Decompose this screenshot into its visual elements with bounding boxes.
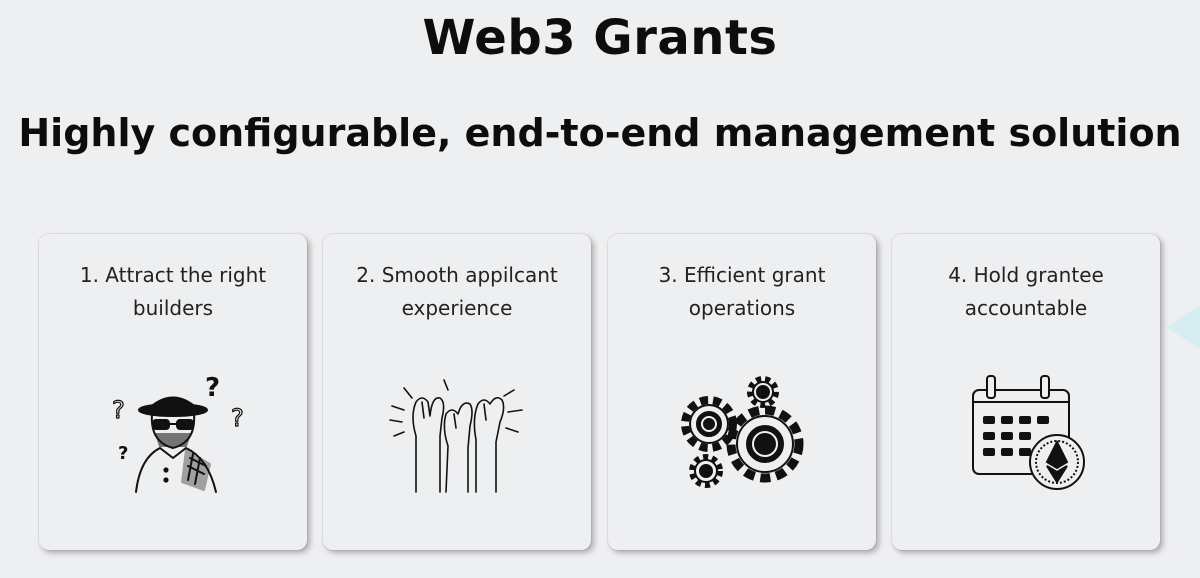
calendar-ethereum-icon [972, 375, 1085, 490]
page-subtitle: Highly configurable, end-to-end manageme… [18, 111, 1182, 155]
decorative-shape-icon [1166, 305, 1200, 349]
card-attract-builders: 1. Attract the right builders ? ? ? ? [39, 234, 307, 550]
mystery-builder-icon: ? ? ? ? [111, 373, 244, 493]
svg-text:?: ? [118, 443, 128, 464]
card-label: 4. Hold grantee accountable [948, 263, 1104, 320]
card-label: 2. Smooth appilcant experience [356, 263, 558, 320]
svg-text:?: ? [205, 373, 220, 403]
card-grantee-accountable: 4. Hold grantee accountable [892, 234, 1160, 550]
svg-text:?: ? [231, 404, 244, 432]
svg-text:?: ? [112, 396, 125, 424]
card-grant-operations: 3. Efficient grant operations [608, 234, 876, 550]
card-label: 3. Efficient grant operations [658, 263, 826, 320]
card-applicant-experience: 2. Smooth appilcant experience [323, 234, 591, 550]
gears-icon [681, 376, 804, 488]
card-label: 1. Attract the right builders [79, 263, 267, 320]
page-title: Web3 Grants [422, 10, 778, 66]
raised-hands-icon [389, 379, 523, 493]
